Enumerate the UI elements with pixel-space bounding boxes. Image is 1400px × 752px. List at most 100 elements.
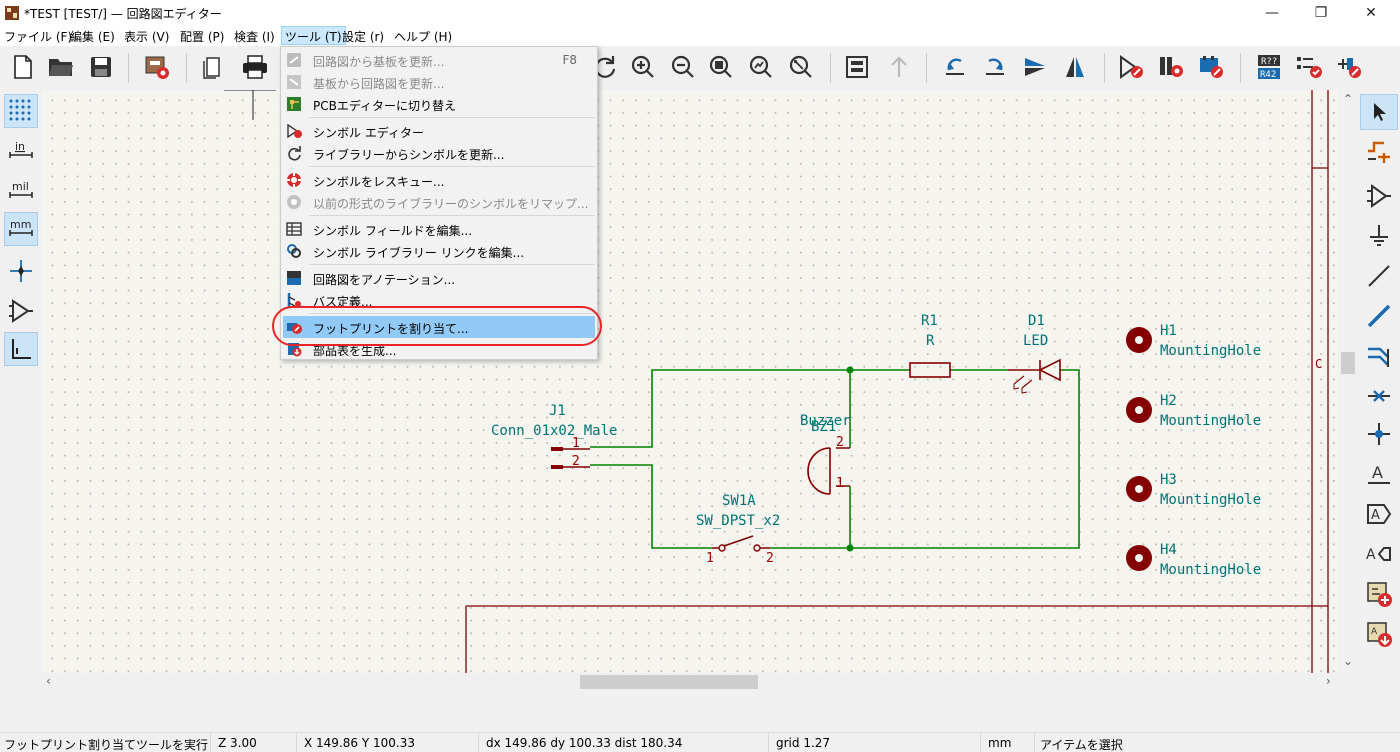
link-icon [287, 244, 301, 258]
maximize-button[interactable]: ❐ [1314, 5, 1328, 21]
rotate-ccw-icon[interactable] [940, 52, 970, 82]
symbol-d1[interactable]: D1 LED [1008, 313, 1061, 394]
symbol-editor-icon[interactable] [1116, 52, 1146, 82]
add-label-icon[interactable]: A [1360, 456, 1398, 492]
zoom-fit-icon[interactable] [706, 52, 736, 82]
add-power-icon[interactable] [1360, 218, 1398, 254]
menu-item-generate-bom[interactable]: 部品表を生成... [283, 338, 595, 360]
menu-item-remap-symbols[interactable]: 以前の形式のライブラリーのシンボルをリマップ... [283, 191, 595, 213]
vertical-scroll-thumb[interactable] [1341, 352, 1355, 374]
menu-item-switch-pcb-editor[interactable]: PCBエディターに切り替え [283, 93, 595, 115]
open-folder-icon[interactable] [46, 52, 76, 82]
erc-icon[interactable] [1294, 52, 1324, 82]
schematic-canvas[interactable]: C J1 Conn_01x02_Male 1 2 [42, 90, 1338, 673]
import-sheet-pin-icon[interactable]: A [1360, 616, 1398, 652]
menu-item-annotate[interactable]: 回路図をアノテーション... [283, 267, 595, 289]
zoom-selection-icon[interactable] [786, 52, 816, 82]
units-inch-button[interactable]: in [4, 134, 38, 168]
hierarchy-navigator-icon[interactable] [842, 52, 872, 82]
add-junction-icon[interactable] [1360, 416, 1398, 452]
scroll-up-icon[interactable]: ⌃ [1343, 92, 1354, 106]
line-mode-icon[interactable] [4, 332, 38, 366]
zoom-in-icon[interactable] [628, 52, 658, 82]
add-sheet-icon[interactable] [1360, 576, 1398, 612]
bus-icon [287, 293, 301, 307]
menu-item-edit-symbol-fields[interactable]: シンボル フィールドを編集... [283, 218, 595, 240]
leave-sheet-icon[interactable] [884, 52, 914, 82]
schematic-setup-icon[interactable] [142, 52, 172, 82]
menu-inspect[interactable]: 検査 (I) [234, 30, 275, 44]
svg-text:A: A [1366, 547, 1376, 563]
scroll-right-icon[interactable]: › [1326, 674, 1331, 688]
h4-reference: H4 [1160, 542, 1177, 558]
mirror-horizontal-icon[interactable] [1060, 52, 1090, 82]
refresh-icon [288, 146, 301, 161]
menu-edit[interactable]: 編集 (E) [70, 30, 115, 44]
scroll-left-icon[interactable]: ‹ [46, 674, 51, 688]
app-icon [5, 6, 19, 20]
print-icon[interactable] [240, 52, 270, 82]
rotate-cw-icon[interactable] [980, 52, 1010, 82]
footprint-browser-icon[interactable] [1196, 52, 1226, 82]
symbol-bz1[interactable]: BZ1 Buzzer 2 1 [800, 413, 851, 495]
menu-view[interactable]: 表示 (V) [124, 30, 170, 44]
zoom-out-icon[interactable] [668, 52, 698, 82]
menu-item-update-schematic[interactable]: 基板から回路図を更新... [283, 71, 595, 93]
symbol-sw1a[interactable]: SW1A SW_DPST_x2 1 2 [696, 493, 780, 566]
status-bar: フットプリント割り当てツールを実行 Z 3.00 X 149.86 Y 100.… [0, 732, 1400, 752]
add-bus-icon[interactable] [1360, 298, 1398, 334]
symbol-h4[interactable]: H4 MountingHole [1126, 542, 1261, 578]
units-mil-button[interactable]: mil [4, 174, 38, 208]
select-tool-icon[interactable] [1360, 94, 1398, 130]
highlight-net-icon[interactable] [1360, 134, 1398, 170]
symbol-j1[interactable]: J1 Conn_01x02_Male 1 2 [491, 403, 617, 469]
add-wire-icon[interactable] [1360, 258, 1398, 294]
h3-value: MountingHole [1160, 492, 1261, 508]
add-bus-entry-icon[interactable] [1360, 338, 1398, 374]
bz1-value: Buzzer [800, 413, 851, 429]
vertical-scrollbar[interactable]: ⌃ ⌄ [1338, 90, 1358, 673]
symbol-browser-icon[interactable] [1156, 52, 1186, 82]
menu-help[interactable]: ヘルプ (H) [394, 30, 453, 44]
scroll-down-icon[interactable]: ⌄ [1343, 654, 1354, 668]
wires[interactable] [590, 369, 1080, 549]
annotate-icon[interactable]: R??R42 [1254, 52, 1284, 82]
h1-value: MountingHole [1160, 343, 1261, 359]
symbol-r1[interactable]: R1 R [909, 313, 951, 378]
status-grid: grid 1.27 [776, 736, 831, 750]
horizontal-scroll-thumb[interactable] [580, 675, 758, 689]
no-connect-icon[interactable] [1360, 378, 1398, 414]
symbol-h1[interactable]: H1 MountingHole [1126, 323, 1261, 359]
menu-item-bus-definitions[interactable]: バス定義... [283, 289, 595, 311]
add-global-label-icon[interactable]: A [1360, 496, 1398, 532]
horizontal-scrollbar[interactable]: ‹ › [42, 673, 1338, 691]
mirror-vertical-icon[interactable] [1020, 52, 1050, 82]
menu-settings[interactable]: 設定 (r) [342, 30, 385, 44]
minimize-button[interactable]: — [1265, 5, 1279, 21]
units-mm-button[interactable]: mm [4, 212, 38, 246]
netlist-icon[interactable] [1334, 52, 1364, 82]
add-hier-label-icon[interactable]: A [1360, 536, 1398, 572]
menu-tools[interactable]: ツール (T) [281, 26, 346, 45]
menu-item-rescue-symbols[interactable]: シンボルをレスキュー... [283, 169, 595, 191]
close-button[interactable]: ✕ [1365, 5, 1377, 21]
add-symbol-icon[interactable] [1360, 178, 1398, 214]
menu-item-symbol-editor[interactable]: シンボル エディター [283, 120, 595, 142]
new-file-icon[interactable] [8, 52, 38, 82]
menu-place[interactable]: 配置 (P) [180, 30, 225, 44]
hidden-pins-icon[interactable] [4, 294, 38, 328]
cursor-shape-icon[interactable] [4, 254, 38, 288]
menu-item-update-pcb[interactable]: 回路図から基板を更新... F8 [283, 49, 595, 71]
save-icon[interactable] [86, 52, 116, 82]
menu-item-edit-library-links[interactable]: シンボル ライブラリー リンクを編集... [283, 240, 595, 262]
page-settings-icon[interactable] [198, 52, 228, 82]
zoom-objects-icon[interactable] [746, 52, 776, 82]
status-message: フットプリント割り当てツールを実行 [4, 738, 209, 752]
menu-file[interactable]: ファイル (F) [4, 30, 73, 44]
grid-toggle-icon[interactable] [4, 94, 38, 128]
update-schematic-icon [287, 75, 301, 89]
symbol-h3[interactable]: H3 MountingHole [1126, 472, 1261, 508]
annotate-icon [287, 271, 301, 285]
symbol-h2[interactable]: H2 MountingHole [1126, 393, 1261, 429]
menu-item-update-symbols[interactable]: ライブラリーからシンボルを更新... [283, 142, 595, 164]
